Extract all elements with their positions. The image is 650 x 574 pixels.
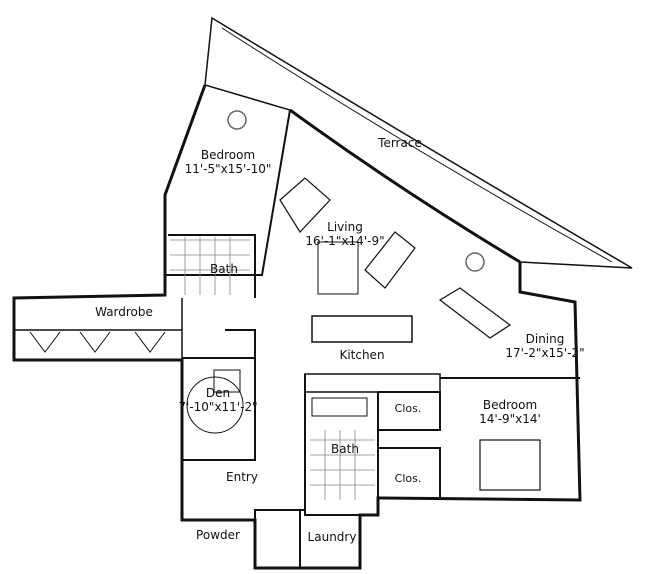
room-dims: 14'-9"x14' [479, 412, 541, 426]
room-name: Dining [525, 332, 565, 346]
room-bath-1: Bath [210, 262, 238, 276]
bed [479, 439, 541, 491]
kitchen-island [311, 315, 413, 343]
room-closet-2: Clos. [395, 472, 422, 486]
bedroom1-wall [165, 109, 291, 276]
sofa-right [364, 231, 416, 289]
exterior-wall [12, 84, 582, 570]
room-bath-2: Bath [331, 442, 359, 456]
dining-table [438, 287, 512, 339]
room-dims: 7'-10"x11'-2" [178, 400, 258, 414]
room-terrace: Terrace [378, 136, 422, 150]
bath1-tile [170, 237, 250, 295]
room-wardrobe: Wardrobe [95, 305, 153, 319]
room-entry: Entry [226, 470, 258, 484]
room-powder: Powder [196, 528, 240, 542]
plant-icon [227, 110, 247, 130]
room-name: Terrace [378, 136, 422, 150]
room-name: Bath [210, 262, 238, 276]
room-name: Wardrobe [95, 305, 153, 319]
room-kitchen: Kitchen [339, 348, 384, 362]
room-name: Bath [331, 442, 359, 456]
den-rug [186, 376, 244, 434]
room-name: Bedroom [200, 148, 256, 162]
bath1-wall [168, 234, 256, 298]
room-name: Powder [196, 528, 240, 542]
coffee-table [317, 241, 359, 295]
room-laundry: Laundry [308, 530, 357, 544]
powder-walls [254, 509, 305, 568]
room-closet-1: Clos. [395, 402, 422, 416]
plant-icon [465, 252, 485, 272]
wardrobe-doors [29, 331, 166, 353]
closet-walls [378, 391, 441, 498]
terrace-railing [221, 27, 613, 263]
kitchen-counter [304, 373, 441, 393]
living-exterior-wall [289, 108, 521, 264]
wardrobe-wall [14, 298, 183, 360]
bathtub [311, 397, 368, 417]
room-name: Kitchen [339, 348, 385, 362]
room-name: Bedroom [482, 398, 538, 412]
room-name: Clos. [394, 402, 422, 415]
room-name: Clos. [394, 472, 422, 485]
room-name: Living [327, 220, 363, 234]
room-dims: 11'-5"x15'-10" [184, 162, 272, 176]
sofa-left [279, 177, 331, 233]
den-walls [182, 329, 256, 461]
room-name: Laundry [307, 530, 357, 544]
room-name: Entry [226, 470, 258, 484]
room-dims: 16'-1"x14'-9" [305, 234, 385, 248]
room-name: Den [205, 386, 231, 400]
bath2-tile [310, 430, 375, 500]
room-dims: 17'-2"x15'-2" [505, 346, 585, 360]
bath2-walls [304, 374, 379, 516]
